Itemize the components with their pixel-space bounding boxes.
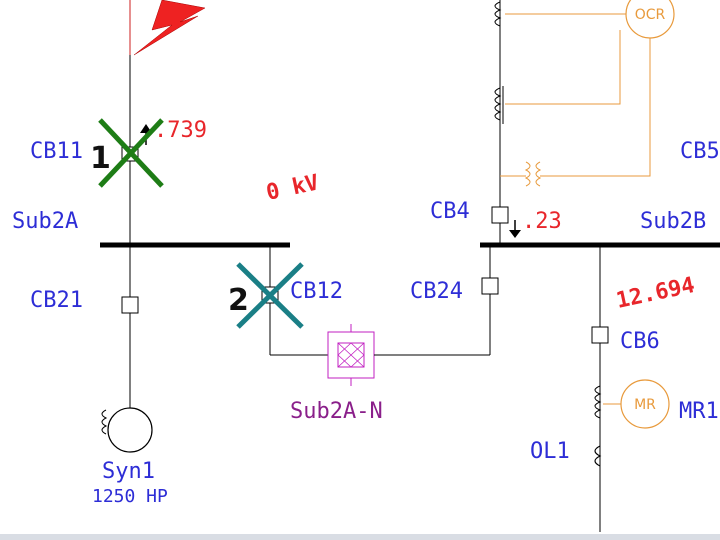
transformer-label: Sub2A-N bbox=[290, 399, 383, 424]
relay-ct-icon bbox=[524, 161, 542, 187]
cb4-breaker[interactable] bbox=[491, 206, 509, 224]
cb6-breaker[interactable] bbox=[591, 326, 609, 344]
sub2a-voltage: 0 kV bbox=[264, 170, 321, 205]
overload-ol1-icon[interactable] bbox=[594, 445, 602, 467]
cb5-label: CB5 bbox=[680, 139, 720, 164]
ct-coil-2-icon bbox=[494, 87, 502, 121]
generator-coil-icon bbox=[101, 409, 108, 435]
ocr-wire-4 bbox=[540, 36, 651, 177]
generator-rating: 1250 HP bbox=[92, 486, 168, 507]
cb24-label: CB24 bbox=[410, 279, 463, 304]
motor-label: MR1 bbox=[679, 399, 719, 424]
ct-coil-1-icon bbox=[494, 1, 502, 27]
cb6-label: CB6 bbox=[620, 329, 660, 354]
cb4-measurement: .23 bbox=[522, 209, 562, 234]
sub2b-label: Sub2B bbox=[640, 209, 706, 234]
marker-1-x-stroke-b bbox=[98, 118, 164, 188]
ocr-wire-2 bbox=[505, 30, 621, 105]
ocr-relay-icon[interactable] bbox=[625, 0, 675, 39]
cb21-breaker[interactable] bbox=[121, 296, 139, 314]
mr-relay-label: MR bbox=[634, 397, 656, 413]
cb4-label: CB4 bbox=[430, 199, 470, 224]
mr-relay-icon[interactable] bbox=[620, 379, 670, 429]
cb4-flow-arrow-icon bbox=[509, 230, 521, 238]
marker-2-number: 2 bbox=[228, 283, 249, 318]
transformer-core-diag-d bbox=[350, 354, 365, 368]
cb24-breaker[interactable] bbox=[481, 277, 499, 295]
cb12-label: CB12 bbox=[290, 279, 343, 304]
transformer-core-diag-b bbox=[337, 342, 365, 368]
transformer-core-diag-e bbox=[337, 354, 352, 368]
sub2a-label: Sub2A bbox=[12, 209, 78, 234]
overload-label: OL1 bbox=[530, 439, 570, 464]
mr-ct-coil-icon bbox=[594, 385, 602, 419]
fault-lightning-icon[interactable] bbox=[133, 0, 206, 56]
cb21-label: CB21 bbox=[30, 288, 83, 313]
marker-1-number: 1 bbox=[90, 141, 111, 176]
generator-syn1-icon[interactable] bbox=[107, 407, 153, 453]
cb11-label: CB11 bbox=[30, 139, 83, 164]
ocr-relay-label: OCR bbox=[635, 7, 666, 23]
transformer-core-diag-f bbox=[350, 342, 365, 356]
sub2b-voltage: 12.694 bbox=[614, 273, 697, 314]
transformer-core-diag-c bbox=[337, 342, 352, 356]
window-bottom-edge bbox=[0, 534, 720, 540]
marker-2-x-stroke-b bbox=[236, 262, 304, 329]
generator-label: Syn1 bbox=[102, 459, 155, 484]
